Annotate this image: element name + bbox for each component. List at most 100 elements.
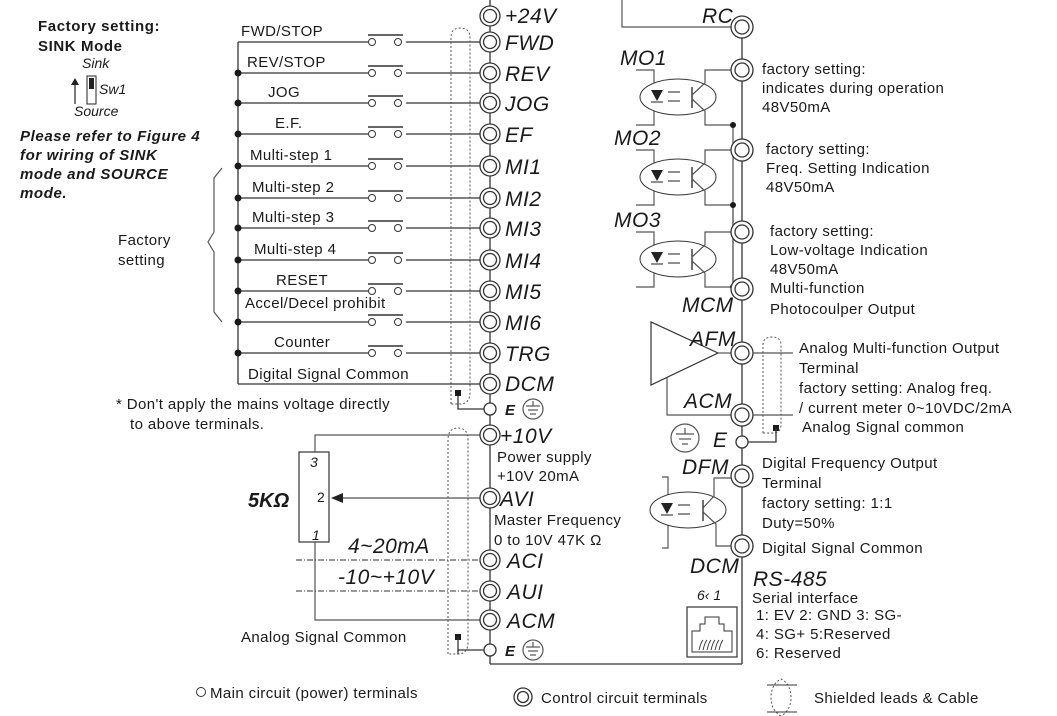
analog-input-section: 3 2 1 5KΩ 4~20mA -10~+10V Analog Signal … <box>241 424 621 661</box>
input-row: REV/STOP <box>234 54 480 77</box>
terminal-label: REV <box>505 63 551 86</box>
title-line2: SINK Mode <box>38 38 123 55</box>
terminal-avi-label: AVI <box>498 488 534 511</box>
output-desc-line: 48V50mA <box>762 99 831 116</box>
terminal-dcm-out-label: DCM <box>690 555 739 578</box>
rs485-pin-order: 6‹ 1 <box>697 587 721 603</box>
pot-pin2: 2 <box>317 489 325 505</box>
switch-sink-label: Sink <box>82 55 110 71</box>
digital-cable-shield <box>450 27 471 405</box>
relay-rc: RC <box>621 0 754 39</box>
terminal-acm-label: ACM <box>505 610 555 633</box>
afm-line1: Analog Multi-function Output <box>799 340 1000 357</box>
switch-name-label: Sw1 <box>99 81 126 97</box>
input-label: Multi-step 3 <box>252 209 334 226</box>
output-desc-line: factory setting: <box>762 61 866 78</box>
input-label: Multi-step 2 <box>252 179 334 196</box>
terminal-label: EF <box>505 124 534 147</box>
output-desc-line: factory setting: <box>770 223 874 240</box>
input-row: RESET <box>234 272 480 295</box>
note-line3: mode and SOURCE <box>20 166 169 183</box>
terminal-e3-label: E <box>713 429 728 452</box>
terminal-mi3: MI3 <box>479 217 541 241</box>
input-label: FWD/STOP <box>241 23 323 40</box>
legend-control-label: Control circuit terminals <box>541 690 708 707</box>
power-supply-line2: +10V 20mA <box>497 468 579 485</box>
afm-line3: factory setting: Analog freq. <box>799 380 992 397</box>
input-label: REV/STOP <box>247 54 326 71</box>
terminal-label: MI5 <box>505 281 542 304</box>
output-name-label: MO1 <box>620 47 667 70</box>
terminal-rev: REV <box>479 62 551 86</box>
terminal-label: TRG <box>505 343 551 366</box>
output-desc-line: Freq. Setting Indication <box>766 160 930 177</box>
digital-signal-common-label: Digital Signal Common <box>248 366 409 383</box>
note-line1: Please refer to Figure 4 <box>20 128 200 145</box>
optocoupler-icon <box>639 240 717 278</box>
terminal-dfm-label: DFM <box>682 456 729 479</box>
input-row: Accel/Decel prohibit <box>234 295 480 326</box>
note-line2: for wiring of SINK <box>20 147 158 164</box>
analog-output-shield <box>762 336 782 434</box>
rs485-title: RS-485 <box>753 568 827 591</box>
terminal-aui-label: AUI <box>505 581 544 604</box>
master-frequency-line1: Master Frequency <box>494 512 621 529</box>
warning-line1: * Don't apply the mains voltage directly <box>116 396 390 413</box>
terminal-e2-label: E <box>505 643 516 660</box>
input-label: JOG <box>268 84 300 101</box>
input-row: JOG <box>234 84 480 107</box>
terminal-dcm: Digital Signal Common DCM <box>238 366 554 396</box>
rs485-pin-line2: 4: SG+ 5:Reserved <box>756 626 891 643</box>
power-supply-line1: Power supply <box>497 449 592 466</box>
output-desc-line: 48V50mA <box>766 179 835 196</box>
output-desc-line: Low-voltage Indication <box>770 242 928 259</box>
terminal-jog: JOG <box>479 92 550 116</box>
terminal-label: MI1 <box>505 156 542 179</box>
acm-out-label: Analog Signal common <box>802 419 964 436</box>
analog-output-section: AFM ACM Analog Multi-function Output Ter… <box>650 321 1012 453</box>
switch-source-label: Source <box>74 103 119 119</box>
legend-shield-label: Shielded leads & Cable <box>814 690 979 707</box>
terminal-label: FWD <box>505 32 554 55</box>
brace-label-line2: setting <box>118 252 165 269</box>
output-mo2: MO2 factory setting: Freq. Setting Indicat… <box>614 127 930 289</box>
terminal-label: JOG <box>504 93 550 116</box>
master-frequency-line2: 0 to 10V 47K Ω <box>494 532 602 549</box>
ground-icon <box>522 639 544 661</box>
sw1-switch-icon <box>71 75 97 105</box>
terminal-earth-upper: E <box>455 390 544 420</box>
terminal-ef: EF <box>479 123 534 147</box>
terminal-mi2: MI2 <box>479 187 541 211</box>
input-row: Counter <box>234 334 480 357</box>
output-name-label: MO2 <box>614 127 661 150</box>
rs485-pin-line1: 1: EV 2: GND 3: SG- <box>756 607 902 624</box>
warning-line2: to above terminals. <box>130 416 264 433</box>
terminal-mi5: MI5 <box>479 280 542 304</box>
terminal-acm-out-label: ACM <box>682 390 732 413</box>
input-row: Multi-step 2 <box>234 179 480 202</box>
mcm-line1: Multi-function <box>770 280 865 297</box>
terminal-aci-label: ACI <box>505 550 544 573</box>
analog-signal-common-label: Analog Signal Common <box>241 629 407 646</box>
dfm-line4: Duty=50% <box>762 515 835 532</box>
optocoupler-icon <box>639 78 717 116</box>
aui-range-label: -10~+10V <box>338 566 436 589</box>
note-line4: mode. <box>20 185 67 202</box>
terminal-label: MI6 <box>505 312 542 335</box>
factory-setting-brace: Factory setting <box>118 167 223 323</box>
shield-legend-icon <box>767 678 797 716</box>
input-row: E.F. <box>234 115 480 138</box>
input-label: Counter <box>274 334 330 351</box>
analog-cable-shield <box>447 427 469 655</box>
terminal-mi6: MI6 <box>479 311 542 335</box>
optocoupler-icon <box>649 476 731 549</box>
dfm-line1: Digital Frequency Output <box>762 455 938 472</box>
input-label: RESET <box>276 272 328 289</box>
wiper-arrow-icon <box>331 493 343 503</box>
